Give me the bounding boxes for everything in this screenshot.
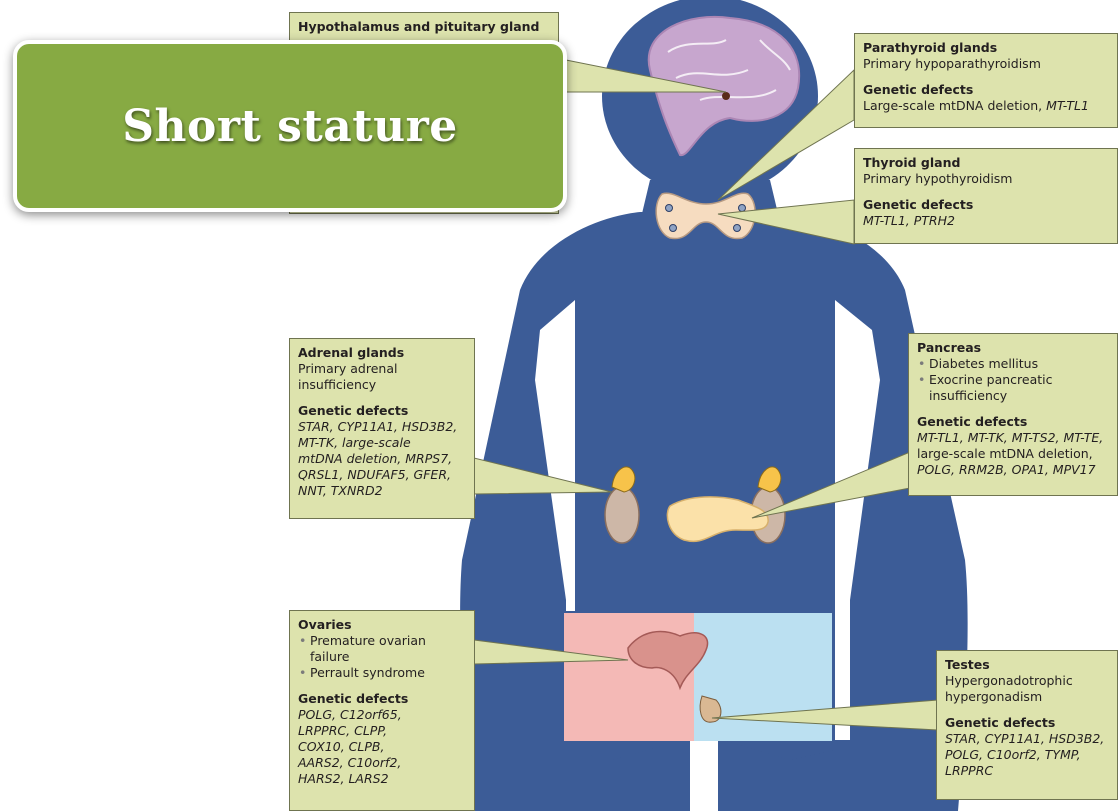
- callout-adrenal: Adrenal glands Primary adrenal insuffici…: [289, 338, 475, 519]
- testes-genes-3: LRPPRC: [945, 763, 1109, 779]
- parathyroid-genes-line: Large-scale mtDNA deletion, MT-TL1: [863, 98, 1109, 114]
- ovaries-genetic-title: Genetic defects: [298, 691, 466, 707]
- adrenal-condition-1: Primary adrenal: [298, 361, 466, 377]
- pancreas-bullet-1: Diabetes mellitus: [917, 356, 1109, 372]
- thyroid-genes: MT-TL1, PTRH2: [863, 213, 1109, 229]
- pancreas-genes-1: MT-TL1, MT-TK, MT-TS2, MT-TE,: [917, 430, 1109, 446]
- testes-condition-1: Hypergonadotrophic: [945, 673, 1109, 689]
- testes-title: Testes: [945, 657, 1109, 673]
- ovaries-genes-2: LRPPRC, CLPP,: [298, 723, 466, 739]
- pancreas-genetic-title: Genetic defects: [917, 414, 1109, 430]
- ovaries-genes-5: HARS2, LARS2: [298, 771, 466, 787]
- ovaries-genes-4: AARS2, C10orf2,: [298, 755, 466, 771]
- short-stature-banner: Short stature: [13, 40, 567, 212]
- ovaries-genes-1: POLG, C12orf65,: [298, 707, 466, 723]
- testes-genetic-title: Genetic defects: [945, 715, 1109, 731]
- adrenal-genes-4: QRSL1, NDUFAF5, GFER,: [298, 467, 466, 483]
- testes-genes-2: POLG, C10orf2, TYMP,: [945, 747, 1109, 763]
- ovaries-title: Ovaries: [298, 617, 466, 633]
- banner-title: Short stature: [122, 101, 458, 152]
- testes-condition-2: hypergonadism: [945, 689, 1109, 705]
- callout-thyroid: Thyroid gland Primary hypothyroidism Gen…: [854, 148, 1118, 244]
- pancreas-title: Pancreas: [917, 340, 1109, 356]
- ovaries-bullet-2: Perrault syndrome: [298, 665, 466, 681]
- hypothalamus-title: Hypothalamus and pituitary gland: [298, 19, 550, 35]
- adrenal-genes-1: STAR, CYP11A1, HSD3B2,: [298, 419, 466, 435]
- ovaries-genes-3: COX10, CLPB,: [298, 739, 466, 755]
- callout-ovaries: Ovaries Premature ovarian failure Perrau…: [289, 610, 475, 811]
- parathyroid-genetic-title: Genetic defects: [863, 82, 1109, 98]
- pancreas-genes-2: large-scale mtDNA deletion,: [917, 446, 1109, 462]
- parathyroid-title: Parathyroid glands: [863, 40, 1109, 56]
- callout-parathyroid: Parathyroid glands Primary hypoparathyro…: [854, 33, 1118, 128]
- parathyroid-condition: Primary hypoparathyroidism: [863, 56, 1109, 72]
- adrenal-title: Adrenal glands: [298, 345, 466, 361]
- adrenal-genes-2: MT-TK, large-scale: [298, 435, 466, 451]
- thyroid-genetic-title: Genetic defects: [863, 197, 1109, 213]
- pancreas-bullet-2: Exocrine pancreatic insufficiency: [917, 372, 1109, 404]
- ovaries-bullet-list: Premature ovarian failure Perrault syndr…: [298, 633, 466, 681]
- thyroid-condition: Primary hypothyroidism: [863, 171, 1109, 187]
- pancreas-genes-3: POLG, RRM2B, OPA1, MPV17: [917, 462, 1109, 478]
- parathyroid-gene: MT-TL1: [1046, 98, 1089, 113]
- adrenal-condition-2: insufficiency: [298, 377, 466, 393]
- testes-genes-1: STAR, CYP11A1, HSD3B2,: [945, 731, 1109, 747]
- adrenal-genes-3: mtDNA deletion, MRPS7,: [298, 451, 466, 467]
- thyroid-title: Thyroid gland: [863, 155, 1109, 171]
- callout-pancreas: Pancreas Diabetes mellitus Exocrine panc…: [908, 333, 1118, 496]
- parathyroid-genetic-text: Large-scale mtDNA deletion,: [863, 98, 1042, 113]
- adrenal-genetic-title: Genetic defects: [298, 403, 466, 419]
- adrenal-genes-5: NNT, TXNRD2: [298, 483, 466, 499]
- callout-testes: Testes Hypergonadotrophic hypergonadism …: [936, 650, 1118, 800]
- ovaries-bullet-1: Premature ovarian failure: [298, 633, 466, 665]
- pancreas-bullet-list: Diabetes mellitus Exocrine pancreatic in…: [917, 356, 1109, 404]
